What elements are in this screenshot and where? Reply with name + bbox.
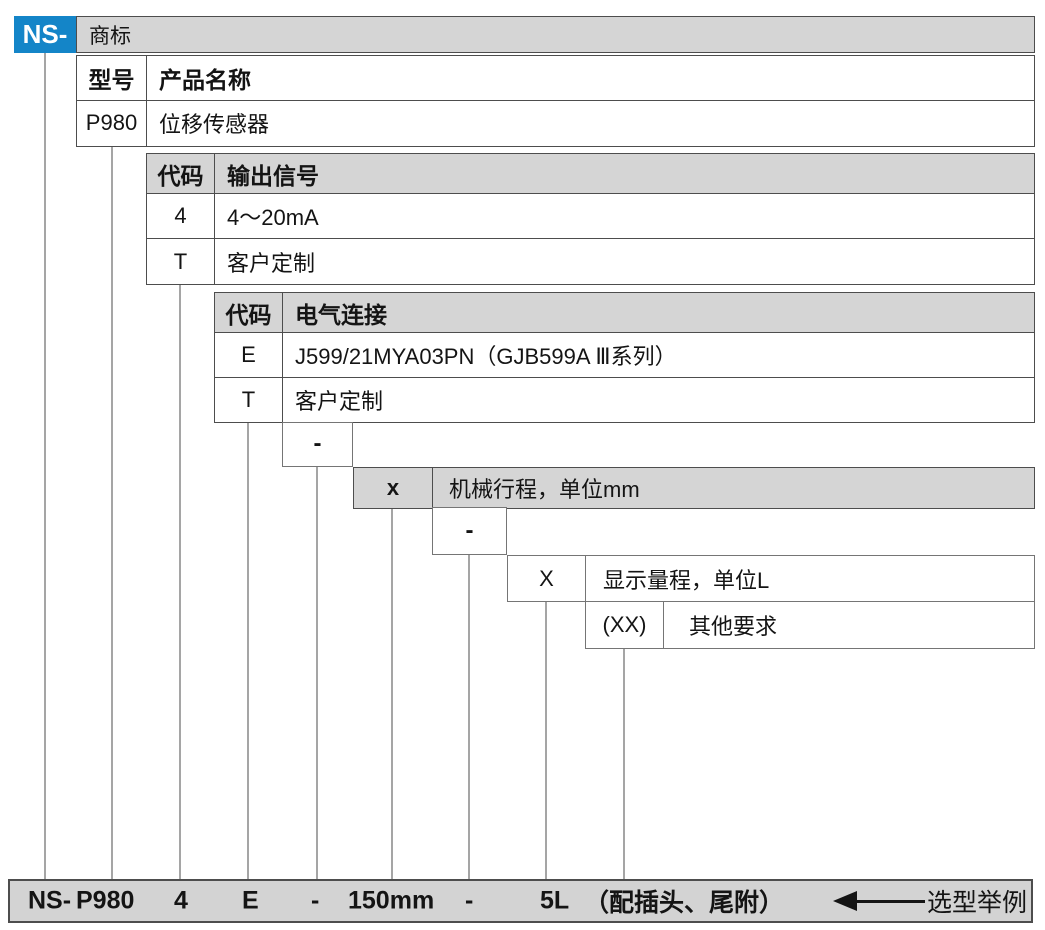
signal-name: 4～20mA bbox=[227, 205, 319, 230]
connector-line-prefix bbox=[44, 53, 46, 879]
signal-table-row: T 客户定制 bbox=[146, 238, 1035, 285]
stroke-label: 机械行程，单位mm bbox=[449, 476, 640, 502]
range-label: 显示量程，单位L bbox=[603, 567, 770, 593]
model-name: 位移传感器 bbox=[159, 112, 270, 137]
stroke-row: x 机械行程，单位mm bbox=[353, 466, 1035, 509]
signal-header-code: 代码 bbox=[147, 154, 215, 193]
electric-table-header: 代码 电气连接 bbox=[214, 292, 1035, 333]
connector-line-separator2 bbox=[468, 554, 470, 879]
example-segment-accessory: （配插头、尾附） bbox=[584, 889, 785, 917]
electric-name: J599/21MYA03PN（GJB599A Ⅲ系列） bbox=[295, 344, 677, 369]
brand-prefix-cell: NS- bbox=[14, 16, 76, 53]
brand-prefix-label: NS- bbox=[22, 19, 68, 49]
range-row: X 显示量程，单位L bbox=[507, 555, 1035, 602]
signal-name: 客户定制 bbox=[227, 250, 316, 276]
example-note: 选型举例 bbox=[927, 889, 1028, 917]
connector-line-stroke bbox=[391, 508, 393, 879]
example-segment-signal: 4 bbox=[174, 886, 188, 915]
arrow-shaft bbox=[857, 899, 925, 903]
model-table-row: P980 位移传感器 bbox=[76, 99, 1035, 147]
signal-table-header: 代码 输出信号 bbox=[146, 153, 1035, 194]
model-table-header: 型号 产品名称 bbox=[76, 55, 1035, 101]
arrow-head bbox=[833, 891, 857, 911]
electric-code: T bbox=[215, 378, 283, 422]
range-code: X bbox=[508, 556, 586, 601]
model-code: P980 bbox=[77, 100, 147, 146]
connector-line-signal bbox=[179, 285, 181, 879]
electric-header-name: 电气连接 bbox=[295, 301, 387, 328]
connector-line-range bbox=[545, 602, 547, 879]
left-arrow-icon bbox=[833, 891, 925, 911]
connector-line-separator1 bbox=[316, 466, 318, 879]
model-header-name: 产品名称 bbox=[159, 67, 251, 93]
stroke-code: x bbox=[354, 467, 433, 508]
electric-name: 客户定制 bbox=[295, 389, 384, 414]
example-bar: NS- P980 4 E - 150mm - 5L （配插头、尾附） 选型举例 bbox=[8, 879, 1033, 923]
trademark-cell: 商标 bbox=[76, 16, 1035, 53]
connector-line-other bbox=[623, 648, 625, 879]
separator-dash-cell: - bbox=[282, 421, 353, 467]
example-segment-prefix: NS- bbox=[28, 886, 72, 915]
example-segment-dash1: - bbox=[311, 886, 320, 915]
example-segment-stroke: 150mm bbox=[348, 886, 435, 915]
example-segment-range: 5L bbox=[540, 886, 570, 915]
signal-table-row: 4 4～20mA bbox=[146, 192, 1035, 240]
electric-header-code: 代码 bbox=[215, 293, 283, 332]
electric-table-row: T 客户定制 bbox=[214, 377, 1035, 423]
connector-line-electric bbox=[247, 422, 249, 879]
example-segment-electric: E bbox=[242, 886, 259, 915]
signal-header-name: 输出信号 bbox=[227, 162, 319, 189]
other-row: (XX) 其他要求 bbox=[585, 600, 1035, 649]
signal-code: 4 bbox=[147, 193, 215, 239]
model-header-code: 型号 bbox=[77, 56, 147, 100]
separator-dash-cell: - bbox=[432, 507, 507, 555]
example-segment-dash2: - bbox=[465, 886, 474, 915]
connector-line-model bbox=[111, 146, 113, 879]
trademark-label: 商标 bbox=[89, 24, 131, 48]
electric-table-row: E J599/21MYA03PN（GJB599A Ⅲ系列） bbox=[214, 331, 1035, 379]
other-code: (XX) bbox=[586, 601, 664, 648]
example-segment-model: P980 bbox=[76, 886, 135, 915]
other-label: 其他要求 bbox=[689, 613, 778, 639]
signal-code: T bbox=[147, 239, 215, 284]
electric-code: E bbox=[215, 332, 283, 378]
